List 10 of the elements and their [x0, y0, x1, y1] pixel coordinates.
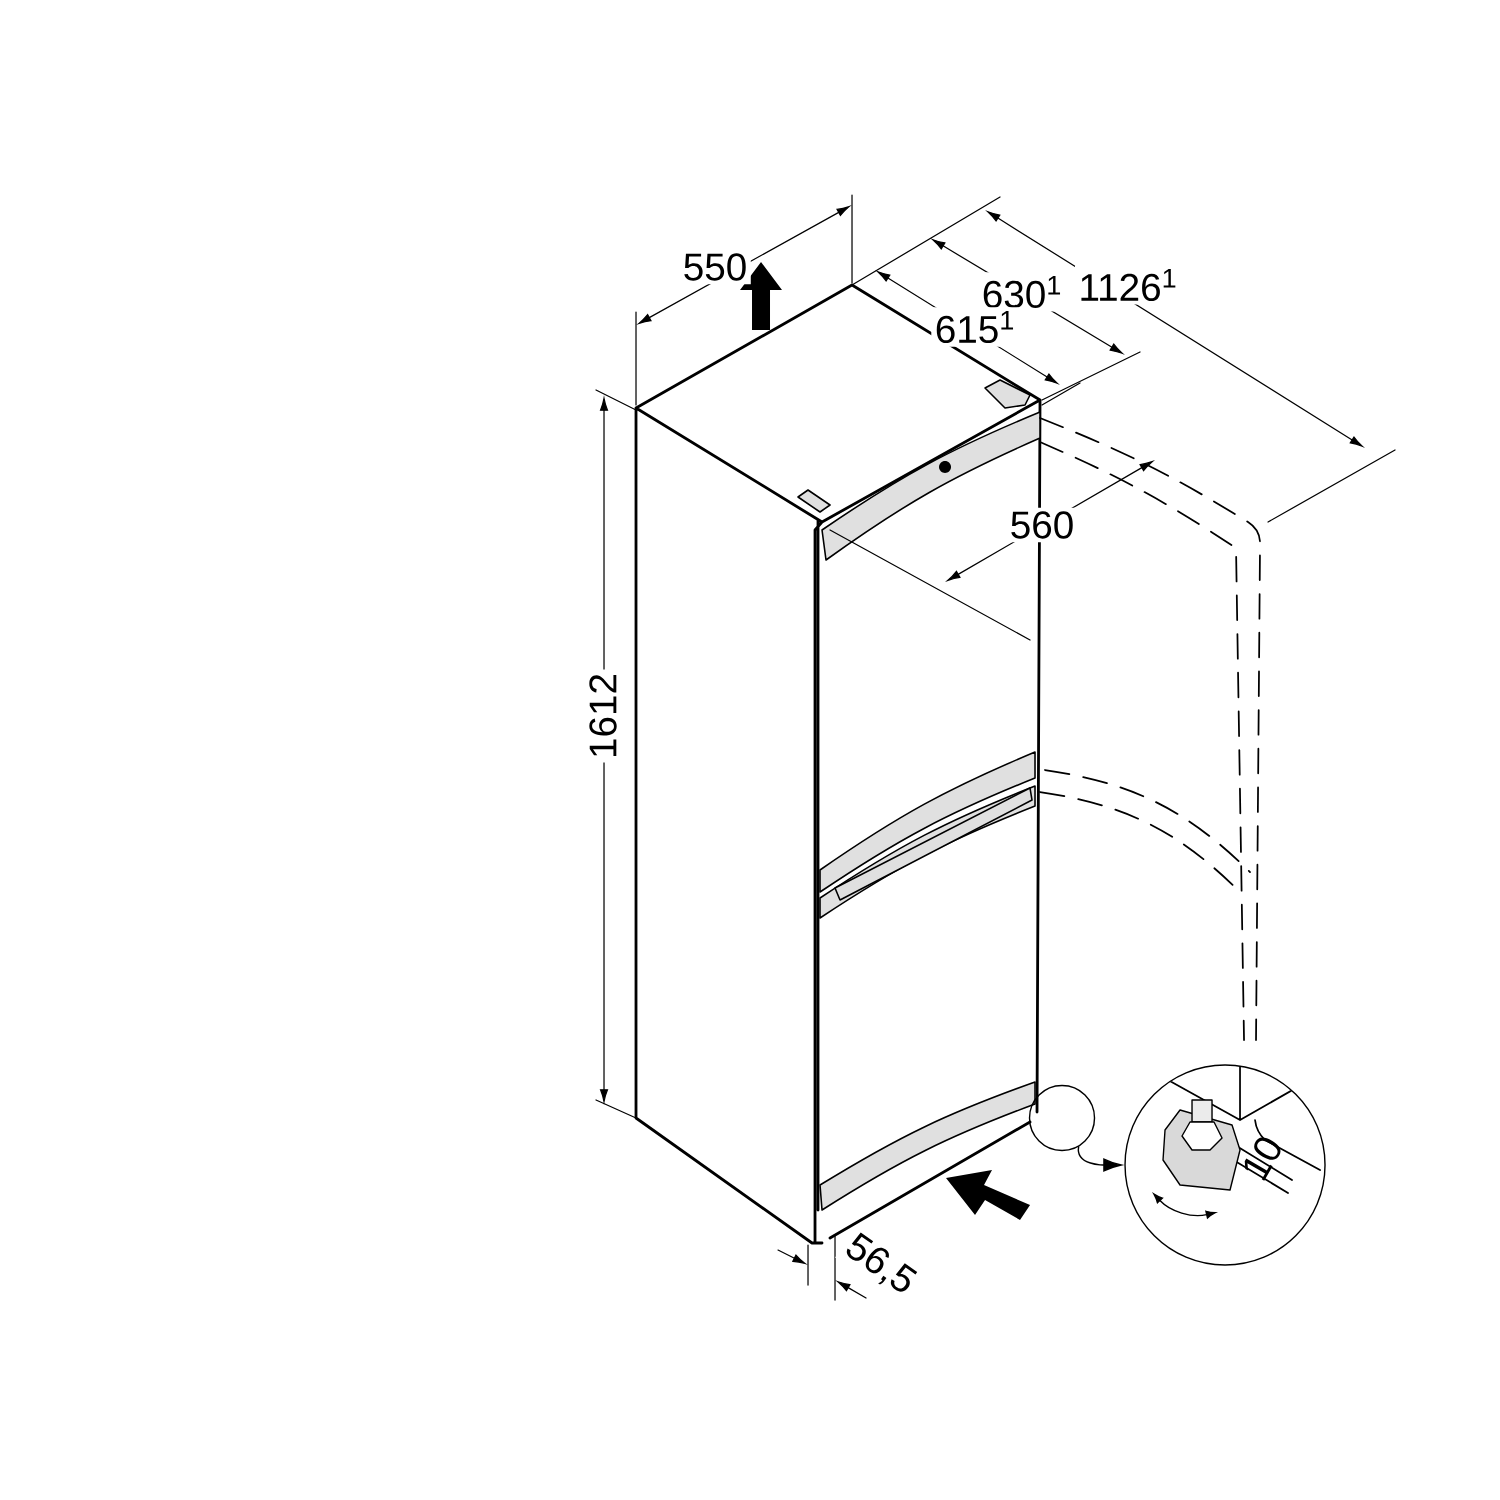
dimension-label: 615$^{1}$	[931, 307, 1019, 347]
detail-marker-circle	[1028, 1084, 1096, 1152]
dimension-label: 550	[679, 249, 751, 285]
dimension-label: 560	[1006, 507, 1078, 543]
dimension-label: 1126$^{1}$	[1074, 265, 1182, 305]
dimension-label: 1612	[585, 669, 621, 763]
dimension-label: 56,5	[835, 1225, 925, 1305]
foot-detail-circle	[1124, 1064, 1326, 1266]
dimension-label: 630$^{1}$	[978, 272, 1066, 312]
leader-arrow	[1077, 1146, 1122, 1172]
